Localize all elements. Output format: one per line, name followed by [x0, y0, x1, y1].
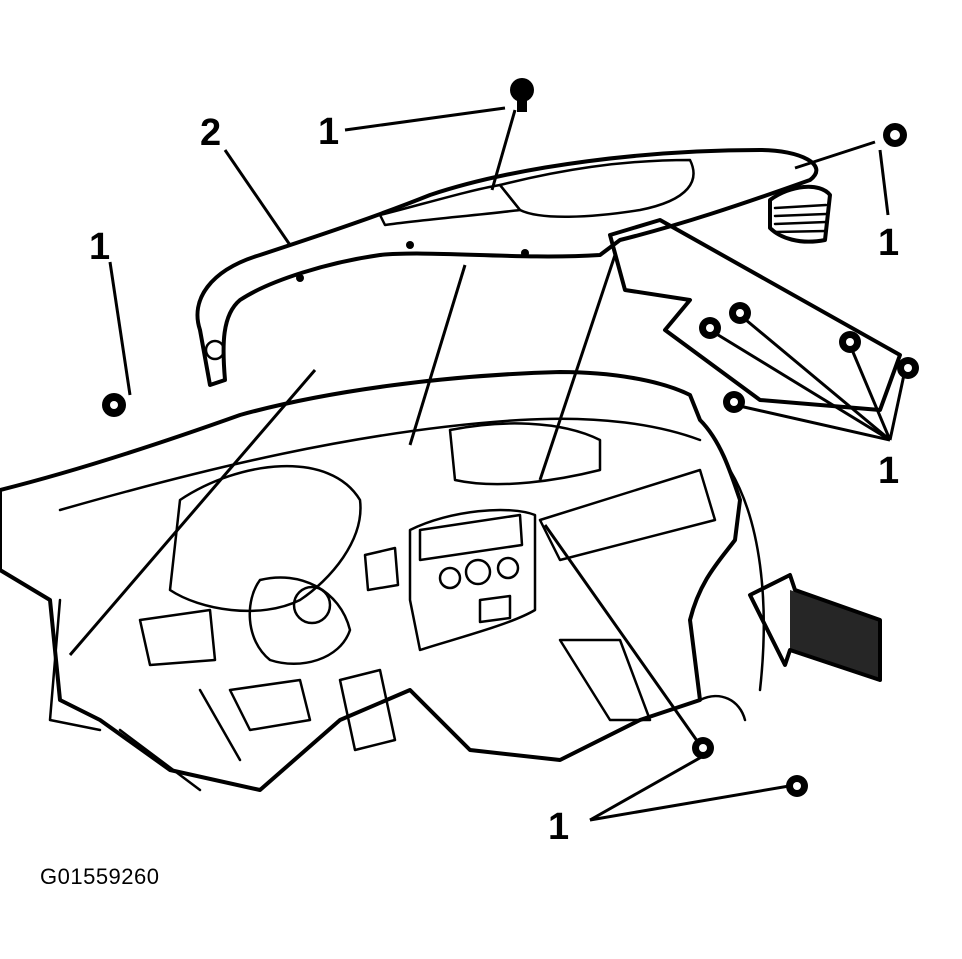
- fastener-right-1: [699, 317, 721, 339]
- fastener-top: [510, 78, 534, 112]
- callout-lower-fastener-group: 1: [548, 806, 570, 848]
- figure-id-label: G01559260: [40, 864, 160, 889]
- fasteners: [102, 78, 919, 797]
- fastener-lower-1: [692, 737, 714, 759]
- fastener-upper-right: [883, 123, 907, 147]
- fastener-right-3: [839, 331, 861, 353]
- right-side-bracket: [608, 218, 902, 412]
- callout-trim-panel: 2: [200, 112, 222, 154]
- right-air-outlet: [768, 184, 832, 244]
- callout-upper-right-fastener: 1: [878, 222, 900, 264]
- instrument-panel-upper-trim-pad: [195, 148, 819, 387]
- callout-right-fastener-group: 1: [878, 450, 900, 492]
- fastener-right-4: [897, 357, 919, 379]
- callout-left-fastener: 1: [89, 226, 111, 268]
- fastener-right-5: [723, 391, 745, 413]
- dashboard-body: [0, 370, 765, 792]
- fastener-right-2: [729, 302, 751, 324]
- leader-lines: [68, 106, 907, 822]
- direction-arrow: [748, 573, 882, 682]
- callout-top-fastener: 1: [318, 111, 340, 153]
- fastener-left: [102, 393, 126, 417]
- fastener-lower-2: [786, 775, 808, 797]
